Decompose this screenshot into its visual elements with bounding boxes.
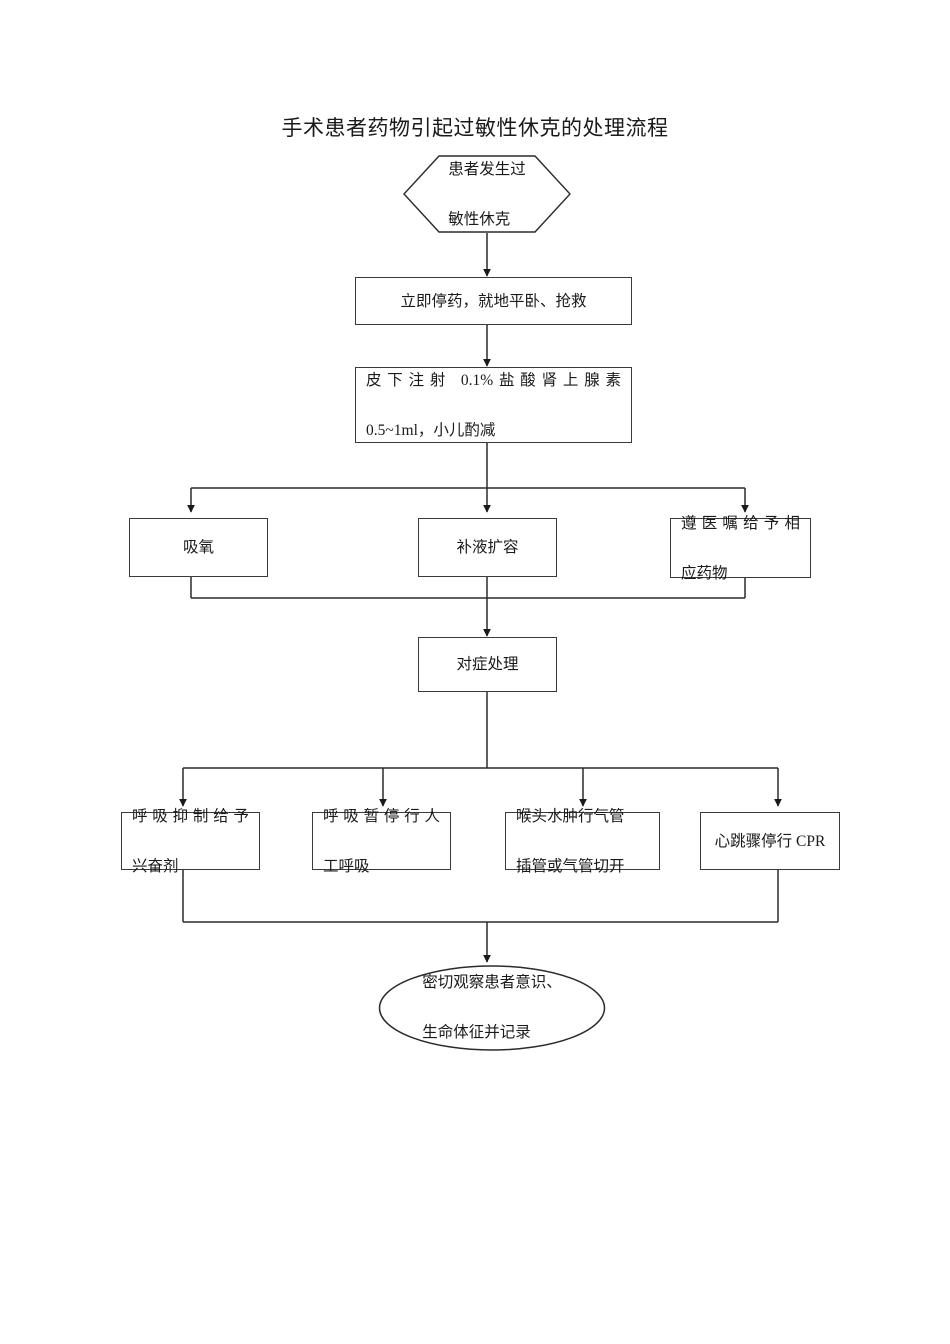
node-cardiac-arrest-line-1: 心跳骤停行 CPR <box>714 832 826 850</box>
node-observe[interactable]: 密切观察患者意识、 生命体征并记录 <box>378 965 606 1051</box>
node-resp-arrest-line-1: 呼吸暂停行人 <box>323 807 440 825</box>
node-start[interactable]: 患者发生过 敏性休克 <box>403 155 571 233</box>
node-resp-arrest-line-2: 工呼吸 <box>323 857 370 875</box>
node-symptomatic[interactable]: 对症处理 <box>418 637 557 692</box>
node-laryngeal-edema[interactable]: 喉头水肿行气管 插管或气管切开 <box>505 808 660 875</box>
node-oxygen-label: 吸氧 <box>130 510 267 585</box>
node-resp-depression[interactable]: 呼吸抑制给予 兴奋剂 <box>121 808 260 875</box>
node-oxygen[interactable]: 吸氧 <box>129 518 268 577</box>
node-symptomatic-line-1: 对症处理 <box>456 656 519 673</box>
node-epinephrine-line-1: 皮下注射 0.1%盐酸肾上腺素 <box>366 371 621 389</box>
node-cardiac-arrest-label: 心跳骤停行 CPR <box>701 804 839 879</box>
node-observe-line-2: 生命体征并记录 <box>422 1023 531 1041</box>
node-medication-label: 遵医嘱给予相 应药物 <box>671 486 810 611</box>
node-fluid[interactable]: 补液扩容 <box>418 518 557 577</box>
node-observe-line-1: 密切观察患者意识、 <box>422 973 562 991</box>
node-start-line-1: 患者发生过 <box>448 160 526 178</box>
node-stop-drug-label: 立即停药，就地平卧、抢救 <box>356 264 631 339</box>
node-epinephrine[interactable]: 皮下注射 0.1%盐酸肾上腺素 0.5~1ml，小儿酌减 <box>355 367 632 443</box>
node-epinephrine-label: 皮下注射 0.1%盐酸肾上腺素 0.5~1ml，小儿酌减 <box>356 343 631 468</box>
node-medication-line-2: 应药物 <box>681 564 728 582</box>
node-epinephrine-line-2: 0.5~1ml，小儿酌减 <box>366 421 496 439</box>
node-start-line-2: 敏性休克 <box>448 210 511 228</box>
node-resp-arrest-label: 呼吸暂停行人 工呼吸 <box>313 779 450 904</box>
node-medication[interactable]: 遵医嘱给予相 应药物 <box>670 515 811 582</box>
node-stop-drug[interactable]: 立即停药，就地平卧、抢救 <box>355 277 632 325</box>
node-cardiac-arrest[interactable]: 心跳骤停行 CPR <box>700 812 840 870</box>
node-resp-arrest[interactable]: 呼吸暂停行人 工呼吸 <box>312 808 451 875</box>
node-laryngeal-edema-line-1: 喉头水肿行气管 <box>516 807 625 825</box>
node-observe-label: 密切观察患者意识、 生命体征并记录 <box>422 945 562 1070</box>
node-start-label: 患者发生过 敏性休克 <box>448 132 526 257</box>
node-symptomatic-label: 对症处理 <box>419 627 556 702</box>
hexagon-shape <box>403 155 571 233</box>
node-resp-depression-label: 呼吸抑制给予 兴奋剂 <box>122 779 259 904</box>
ellipse-shape <box>378 965 606 1051</box>
node-fluid-label: 补液扩容 <box>419 510 556 585</box>
node-laryngeal-edema-line-2: 插管或气管切开 <box>516 857 625 875</box>
node-resp-depression-line-2: 兴奋剂 <box>132 857 179 875</box>
node-oxygen-line-1: 吸氧 <box>182 539 214 556</box>
node-medication-line-1: 遵医嘱给予相 <box>681 514 800 532</box>
node-resp-depression-line-1: 呼吸抑制给予 <box>132 807 249 825</box>
node-fluid-line-1: 补液扩容 <box>456 539 519 556</box>
node-stop-drug-line-1: 立即停药，就地平卧、抢救 <box>400 292 587 310</box>
page-title: 手术患者药物引起过敏性休克的处理流程 <box>281 116 669 140</box>
node-laryngeal-edema-label: 喉头水肿行气管 插管或气管切开 <box>506 779 659 904</box>
